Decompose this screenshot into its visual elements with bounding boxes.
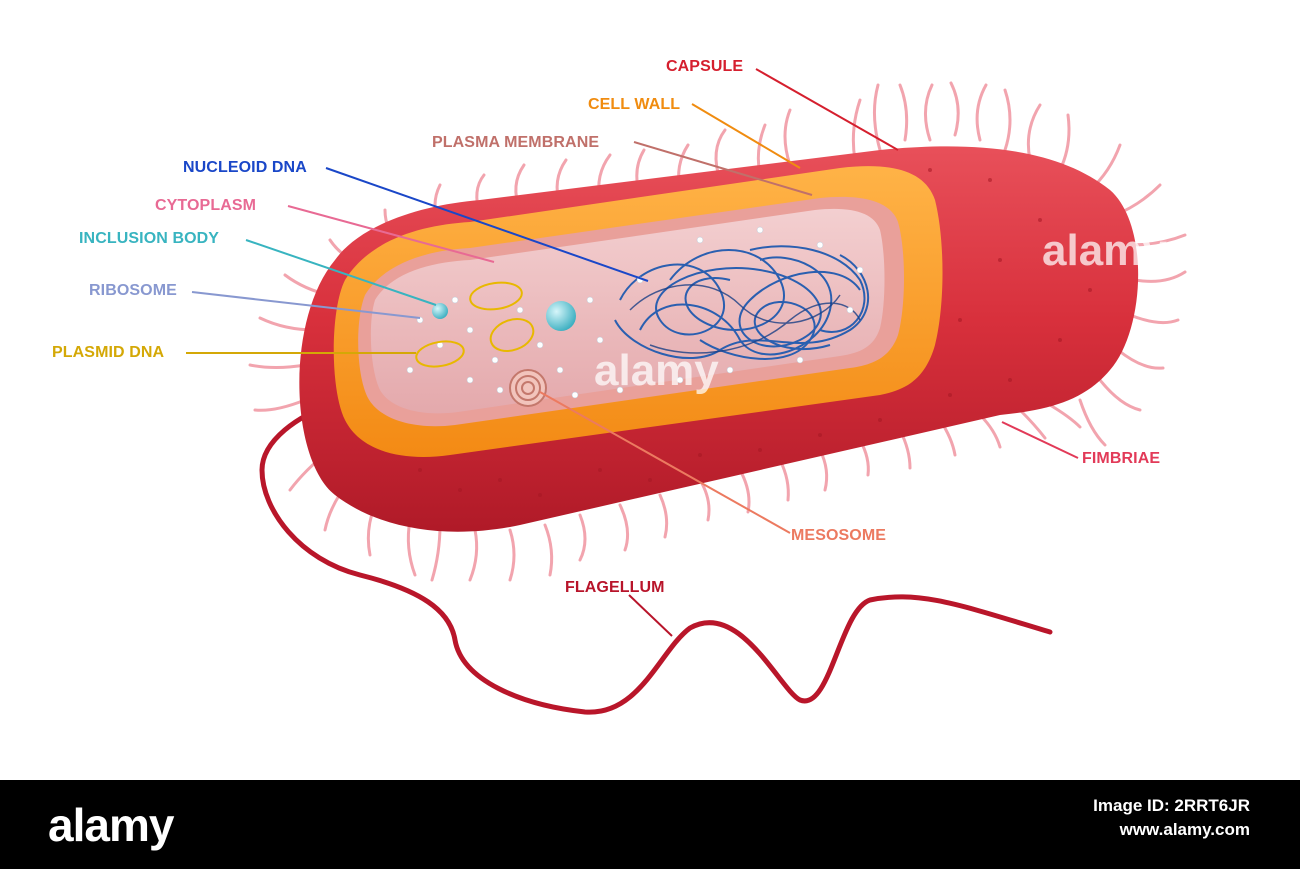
label-plasma-membrane: PLASMA MEMBRANE	[432, 134, 600, 151]
site-url[interactable]: www.alamy.com	[1119, 820, 1250, 839]
footer-bar: alamy Image ID: 2RRT6JR www.alamy.com	[0, 780, 1300, 869]
ribosomes	[406, 226, 864, 399]
plasmid-dna-rings	[415, 281, 535, 368]
nucleoid-dna-dark	[629, 284, 861, 354]
label-fimbriae: FIMBRIAE	[1082, 450, 1161, 467]
label-cytoplasm: CYTOPLASM	[155, 197, 257, 214]
label-flagellum: FLAGELLUM	[565, 579, 665, 596]
image-id: Image ID: 2RRT6JR	[1093, 796, 1250, 815]
watermark-body: alamy	[594, 346, 719, 395]
inclusion-body-large	[546, 301, 576, 331]
label-cell-wall: CELL WALL	[588, 96, 681, 113]
nucleoid-dna	[614, 245, 869, 360]
cytoplasm-region	[370, 208, 885, 414]
leader-lines	[186, 68, 1079, 637]
inclusion-body-small	[432, 303, 448, 319]
footer-image-info: Image ID: 2RRT6JR www.alamy.com	[1093, 794, 1250, 842]
label-mesosome: MESOSOME	[791, 527, 887, 544]
mesosome-structure	[509, 369, 547, 407]
label-capsule: CAPSULE	[666, 58, 744, 75]
flagellum-strand	[259, 402, 1053, 715]
bacterium-diagram: alamy alamy CAPSULE CELL WALL PLASMA MEM…	[52, 58, 1187, 715]
label-nucleoid-dna: NUCLEOID DNA	[183, 159, 307, 176]
label-ribosome: RIBOSOME	[89, 282, 177, 299]
footer-logo[interactable]: alamy	[48, 799, 174, 851]
label-inclusion-body: INCLUSION BODY	[79, 230, 220, 247]
bacterium-illustration	[186, 68, 1187, 715]
label-plasmid-dna: PLASMID DNA	[52, 344, 165, 361]
watermark-right: alamy	[1042, 226, 1167, 275]
